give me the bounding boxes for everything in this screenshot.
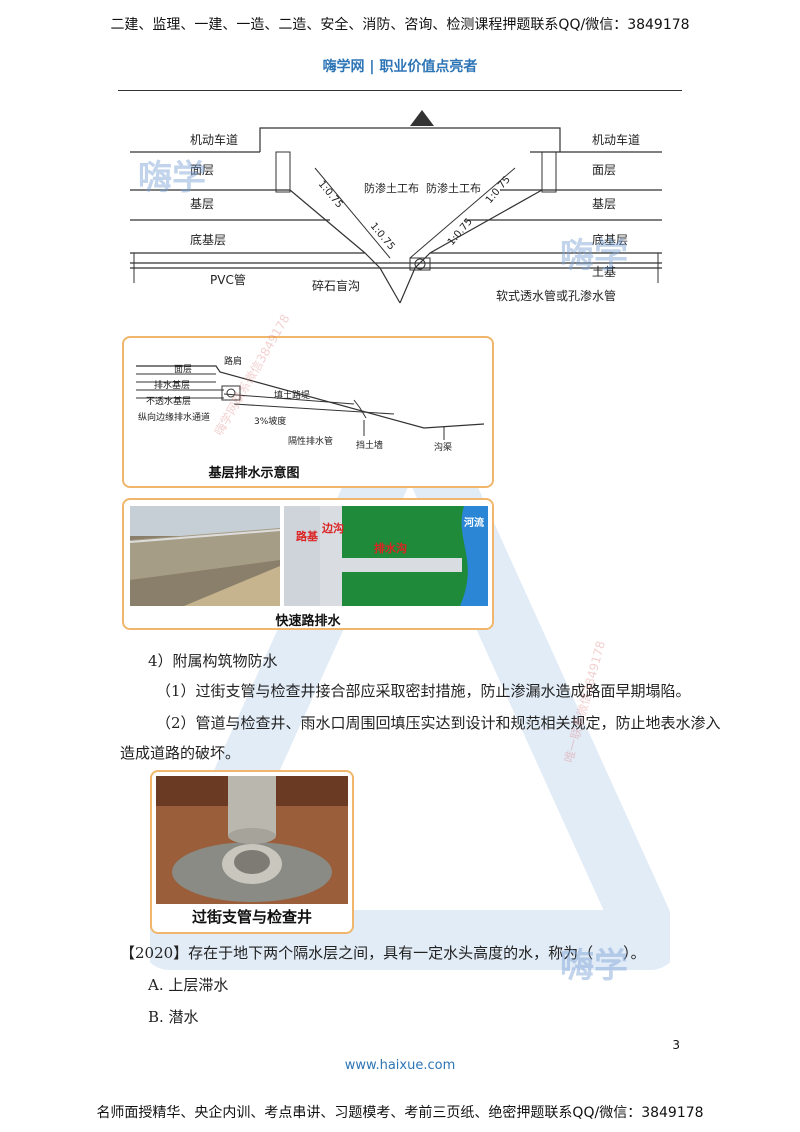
fig2-impermeable-base: 不透水基层 — [146, 395, 191, 407]
fig1-left-lane: 机动车道 — [190, 132, 238, 147]
page-number: 3 — [672, 1038, 680, 1052]
fig4-caption: 过街支管与检查井 — [191, 908, 312, 926]
fig1-bottom-right-label: 软式透水管或孔渗水管 — [496, 288, 616, 303]
fig2-fill-embankment: 填土路堤 — [274, 389, 310, 401]
fig1-right-lane: 机动车道 — [592, 132, 640, 147]
question-option-b: B. 潜水 — [148, 1008, 199, 1026]
watermark-brand-3: 嗨学 — [560, 946, 628, 986]
fig2-longitudinal-channel: 纵向边缘排水通道 — [138, 411, 210, 423]
fig3-side-ditch-label: 边沟 — [321, 521, 344, 535]
section-item-1: （1）过街支管与检查井接合部应采取密封措施，防止渗漏水造成路面早期塌陷。 — [156, 682, 691, 700]
fig2-slope: 3%坡度 — [254, 415, 286, 427]
fig2-caption: 基层排水示意图 — [208, 466, 300, 481]
fig2-surface: 面层 — [174, 364, 192, 375]
section-item-2-line-1: （2）管道与检查井、雨水口周围回填压实达到设计和规范相关规定，防止地表水渗入 — [156, 714, 721, 732]
header-contact-text: 二建、监理、一建、一造、二造、安全、消防、咨询、检测课程押题联系QQ/微信：38… — [110, 17, 690, 33]
fig1-right-base: 基层 — [592, 197, 616, 211]
base-drainage-figure: 路肩 面层 排水基层 不透水基层 纵向边缘排水通道 填土路堤 3%坡度 隔性排水… — [122, 336, 494, 488]
branch-pipe-manhole-figure: 过街支管与检查井 — [150, 770, 354, 934]
fig2-perforated-pipe: 隔性排水管 — [288, 435, 333, 447]
fig1-slope-3: 1:0.75 — [446, 216, 475, 248]
fig1-left-base: 基层 — [190, 197, 214, 211]
fig1-left-pvc: PVC管 — [210, 272, 246, 287]
fig1-fabric-left: 防渗土工布 — [364, 181, 419, 195]
fig1-center-label: 碎石盲沟 — [312, 278, 360, 293]
fig2-drain-base: 排水基层 — [154, 379, 190, 391]
fig1-right-soil: 土基 — [592, 265, 616, 279]
website-link[interactable]: www.haixue.com — [344, 1058, 456, 1073]
section-heading: 4）附属构筑物防水 — [148, 652, 278, 670]
fig2-ditch: 沟渠 — [434, 441, 452, 453]
watermark-triangle-icon — [150, 380, 670, 970]
fig3-roadbed-label: 路基 — [296, 529, 319, 543]
fig3-caption: 快速路排水 — [275, 614, 341, 629]
header-brand-slogan: 嗨学网 | 职业价值点亮者 — [322, 59, 478, 75]
section-item-2-line-2: 造成道路的破坏。 — [120, 744, 241, 762]
watermark-brand-2: 嗨学 — [560, 236, 628, 276]
fig1-left-surface: 面层 — [190, 163, 214, 177]
fig1-fabric-right: 防渗土工布 — [426, 181, 481, 195]
watermark-brand-1: 嗨学 — [138, 158, 206, 198]
question-option-a: A. 上层滞水 — [148, 976, 229, 994]
header-divider — [118, 90, 682, 91]
fig3-river-label: 河流 — [464, 516, 484, 529]
footer-contact-text: 名师面授精华、央企内训、考点串讲、习题模考、考前三页纸、绝密押题联系QQ/微信：… — [96, 1105, 704, 1121]
fig3-drain-ditch-label: 排水沟 — [374, 541, 407, 555]
fig1-right-subbase: 底基层 — [592, 232, 628, 247]
fig1-right-surface: 面层 — [592, 163, 616, 177]
fig2-road-shoulder: 路肩 — [224, 355, 242, 367]
fig2-retaining-wall: 挡土墙 — [356, 439, 383, 451]
expressway-drainage-figure: 路基 边沟 排水沟 河流 快速路排水 — [122, 498, 494, 630]
fig1-left-subbase: 底基层 — [190, 232, 226, 247]
question-stem: 【2020】存在于地下两个隔水层之间，具有一定水头高度的水，称为（ ）。 — [120, 944, 646, 962]
fig1-slope-1: 1:0.75 — [316, 179, 345, 211]
road-cross-section-diagram: 机动车道 面层 基层 底基层 PVC管 机动车道 面层 基层 底基层 土基 防渗… — [130, 110, 662, 304]
